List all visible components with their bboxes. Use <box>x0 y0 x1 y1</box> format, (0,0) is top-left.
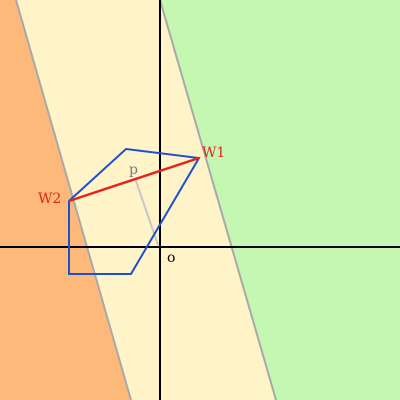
w1-w2-segment <box>68 156 200 203</box>
left-region <box>0 0 131 400</box>
right-boundary-line <box>159 0 277 400</box>
p-label: p <box>129 162 138 178</box>
right-region <box>160 0 400 400</box>
convex-polygon <box>68 147 201 275</box>
origin-label: o <box>167 250 175 266</box>
w2-label: W2 <box>38 191 61 207</box>
middle-band <box>16 0 276 400</box>
w1-label: W1 <box>202 145 225 161</box>
